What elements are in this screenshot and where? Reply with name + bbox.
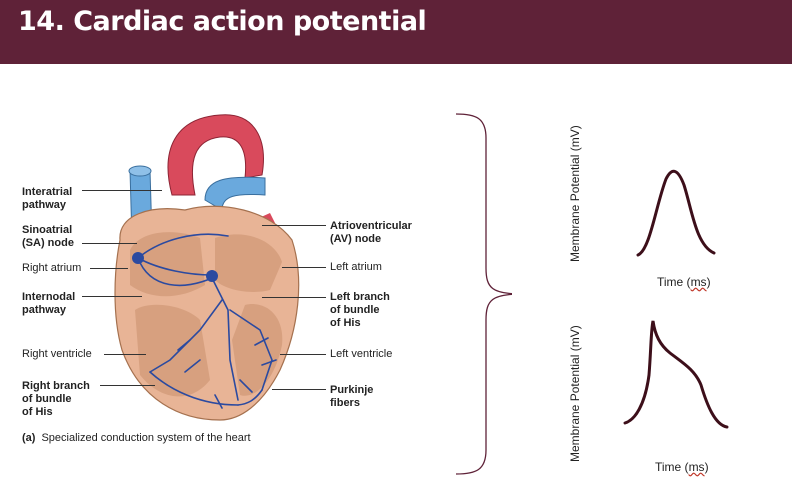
- leader-right-branch: [100, 385, 155, 386]
- title-bar: 14. Cardiac action potential: [0, 0, 792, 64]
- plot1-x-axis-label: Time (ms): [657, 275, 711, 289]
- plot1-action-potential-trace: [636, 169, 716, 257]
- leader-right-ventricle: [104, 354, 146, 355]
- label-left-atrium: Left atrium: [330, 261, 382, 273]
- leader-left-atrium: [282, 267, 326, 268]
- plot2-y-axis-label: Membrane Potential (mV): [568, 325, 582, 462]
- label-right-ventricle: Right ventricle: [22, 348, 92, 360]
- caption-text: Specialized conduction system of the hea…: [41, 432, 251, 444]
- page-title: 14. Cardiac action potential: [18, 6, 427, 37]
- leader-purkinje: [272, 389, 326, 390]
- plot2-action-potential-trace: [623, 320, 729, 429]
- label-av-node: Atrioventricular(AV) node: [330, 220, 412, 245]
- right-curly-brace: [455, 113, 512, 475]
- leader-left-branch: [262, 297, 326, 298]
- plot1-y-axis-label: Membrane Potential (mV): [568, 125, 582, 262]
- plot2-x-axis-label: Time (ms): [655, 460, 709, 474]
- leader-av-node: [262, 225, 326, 226]
- label-left-ventricle: Left ventricle: [330, 348, 393, 360]
- caption-letter: (a): [22, 432, 36, 444]
- leader-internodal: [82, 296, 142, 297]
- leader-sa-node: [82, 243, 137, 244]
- label-right-atrium: Right atrium: [22, 262, 82, 274]
- leader-left-ventricle: [280, 354, 326, 355]
- leader-interatrial: [82, 190, 162, 191]
- label-sa-node: Sinoatrial(SA) node: [22, 224, 74, 249]
- leader-right-atrium: [90, 268, 128, 269]
- figure-caption: (a) Specialized conduction system of the …: [22, 432, 251, 444]
